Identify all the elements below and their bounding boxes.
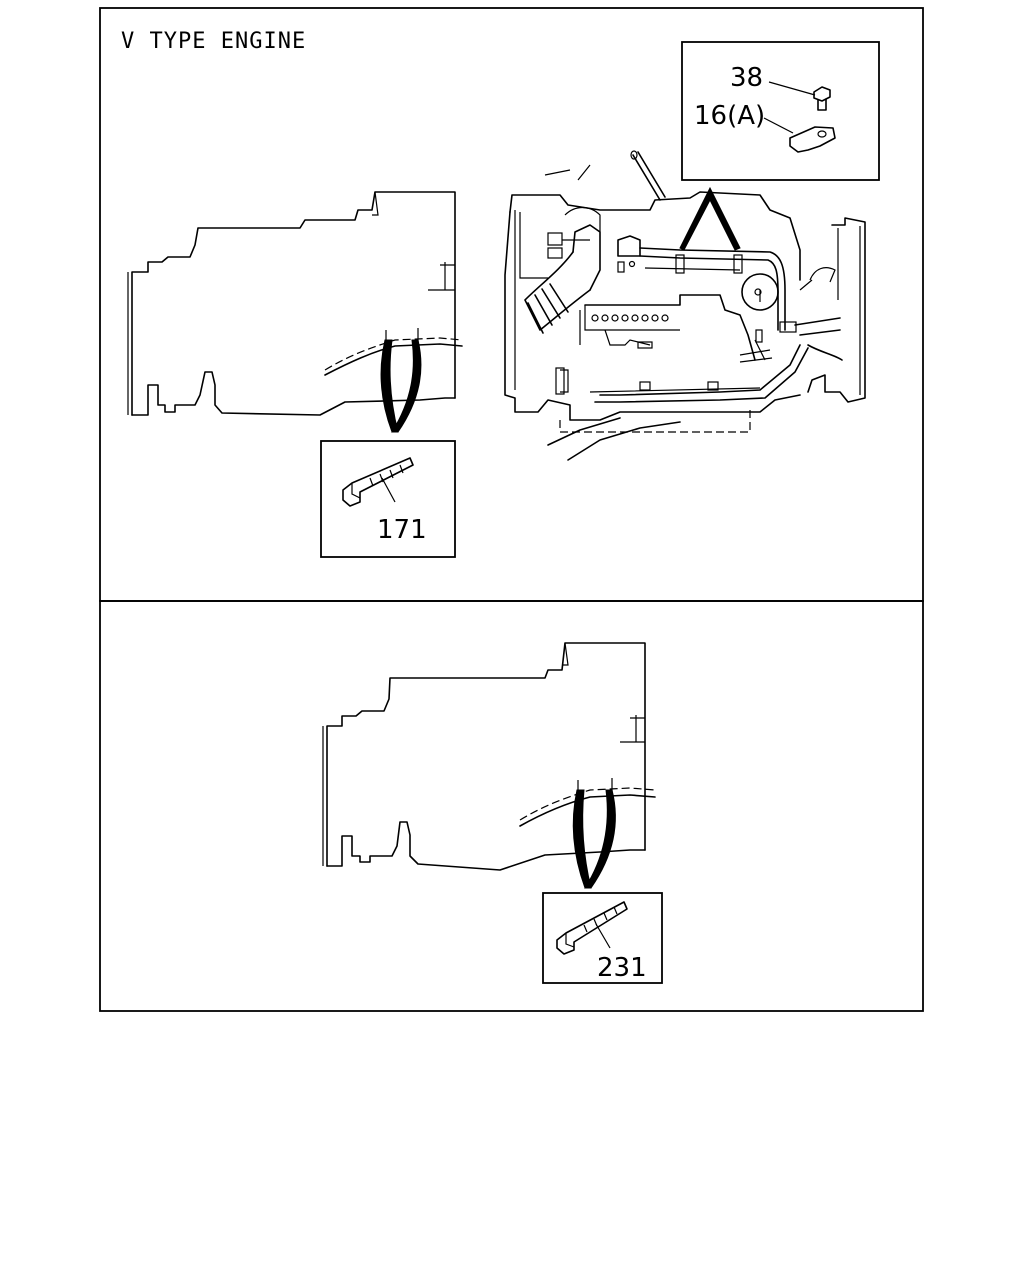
- clip-icon: [789, 126, 836, 153]
- lower-panel-frame: [99, 600, 924, 1012]
- tie-callout-box-lower: 231: [542, 892, 663, 984]
- upper-engine-front-view: [504, 150, 866, 461]
- upper-engine-side-view: [127, 191, 463, 433]
- lower-engine-side-view: [322, 642, 656, 889]
- clip-callout-box: 38 16(A): [681, 41, 880, 181]
- label-38: 38: [730, 63, 763, 93]
- bolt-icon: [813, 86, 831, 111]
- label-16a: 16(A): [694, 101, 765, 131]
- label-231: 231: [597, 953, 647, 983]
- diagram-title: V TYPE ENGINE: [121, 29, 306, 54]
- tie-callout-box-upper: 171: [320, 440, 456, 558]
- label-171: 171: [377, 515, 427, 545]
- upper-panel-frame: [99, 7, 924, 602]
